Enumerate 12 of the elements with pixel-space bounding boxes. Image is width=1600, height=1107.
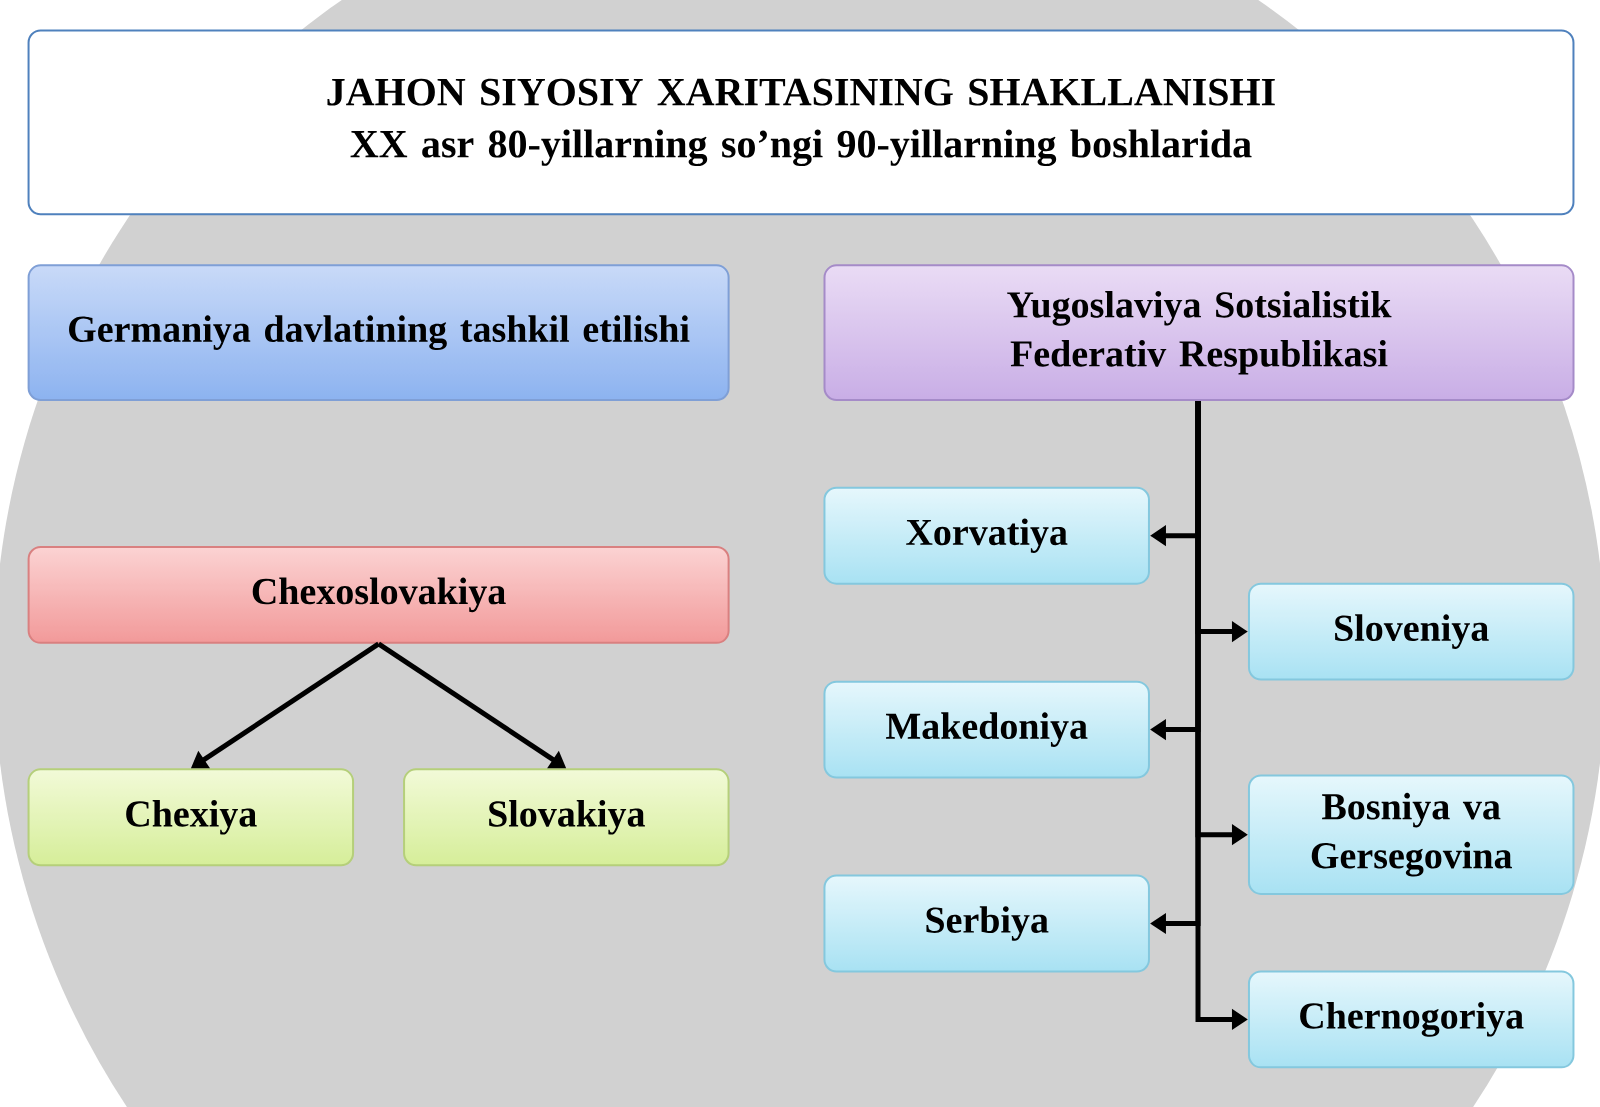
country-box: Makedoniya bbox=[823, 680, 1150, 779]
country-box: Chexiya bbox=[27, 768, 355, 867]
title-box: JAHON SIYOSIY XARITASINING SHAKLLANISHI XX asr 80-yillarning so’ngi 90-yillarning boshlarida bbox=[27, 29, 1575, 216]
country-box: Sloveniya bbox=[1247, 582, 1575, 681]
country-box: Chexoslovakiya bbox=[27, 545, 730, 644]
country-box: Slovakiya bbox=[403, 768, 730, 867]
country-box: Chernogoriya bbox=[1247, 970, 1575, 1069]
country-box: Xorvatiya bbox=[823, 486, 1150, 585]
heading-box: Yugoslaviya Sotsialistik Federativ Respublikasi bbox=[823, 264, 1575, 402]
country-box: Bosniya va Gersegovina bbox=[1247, 774, 1575, 895]
country-box: Serbiya bbox=[823, 874, 1150, 973]
heading-box: Germaniya davlatining tashkil etilishi bbox=[27, 264, 730, 402]
